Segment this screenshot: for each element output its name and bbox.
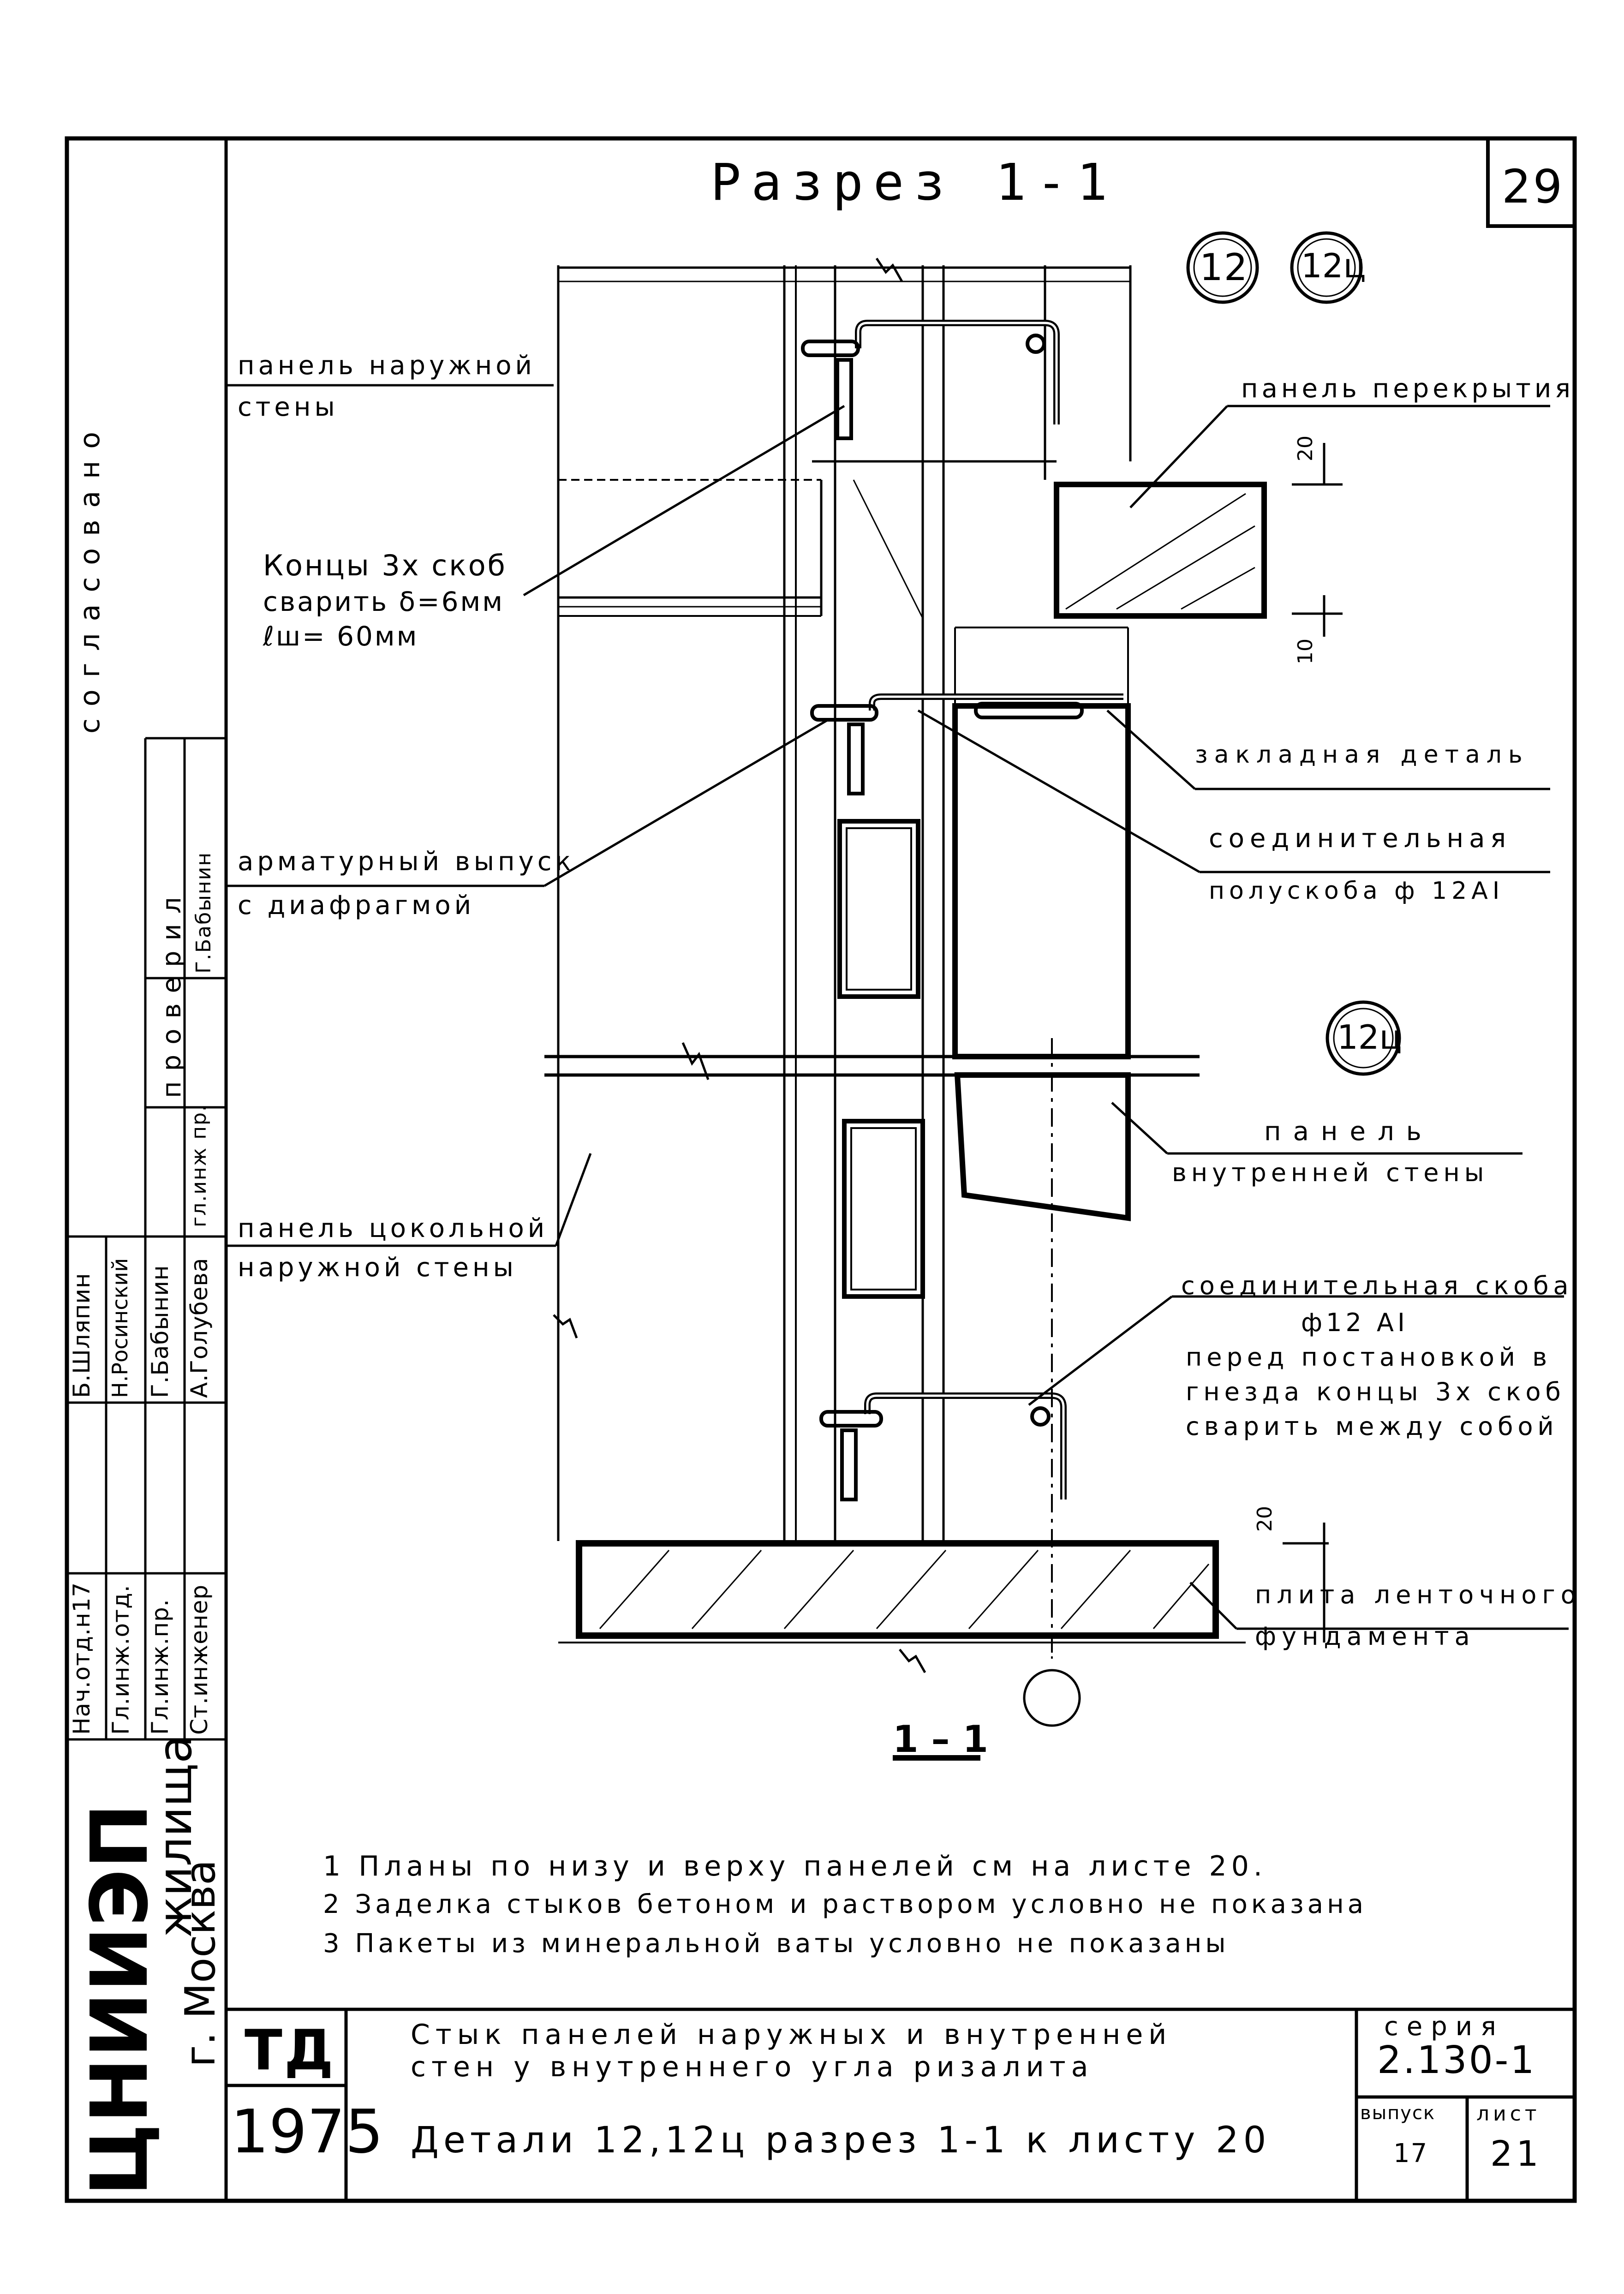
side-role-4: Ст.инженер bbox=[186, 1584, 213, 1735]
callout-inner-wall-2: внутренней стены bbox=[1172, 1158, 1489, 1187]
callout-inner-wall-1: панель bbox=[1264, 1117, 1433, 1147]
detail-markers bbox=[1186, 231, 1401, 1076]
callout-bracket-5: сварить между собой bbox=[1186, 1412, 1558, 1441]
callout-foundation-1: плита ленточного bbox=[1255, 1580, 1582, 1609]
tb-title-3: Детали 12,12ц разрез 1-1 к листу 20 bbox=[411, 2120, 1271, 2161]
section-mark: 1 – 1 bbox=[893, 1718, 989, 1761]
section-drawing bbox=[544, 265, 1267, 1761]
section-title: Разрез 1-1 bbox=[710, 153, 1118, 212]
tb-series-label: серия bbox=[1384, 2012, 1505, 2042]
tb-issue-value: 17 bbox=[1393, 2139, 1428, 2169]
side-name-3: Г.Бабынин bbox=[147, 1265, 173, 1398]
side-role-1: Нач.отд.н17 bbox=[68, 1582, 95, 1735]
detail-ref-12: 12 bbox=[1200, 246, 1248, 289]
title-block-grid bbox=[226, 2007, 1575, 2201]
side-name-4: А.Голубева bbox=[186, 1257, 213, 1398]
tb-sheet-value: 21 bbox=[1490, 2133, 1542, 2174]
sheet-frame bbox=[65, 136, 1577, 2203]
callout-floor-panel: панель перекрытия bbox=[1241, 374, 1574, 404]
callout-plinth-1: панель цокольной bbox=[238, 1213, 549, 1243]
side-name-1: Б.Шляпин bbox=[68, 1272, 95, 1398]
org-abbr: ЦНИИЭП bbox=[74, 1803, 166, 2196]
break-marks bbox=[553, 257, 926, 1673]
org-city: г. Москва bbox=[176, 1859, 225, 2067]
callout-rebar-1: арматурный выпуск bbox=[238, 847, 575, 877]
detail-ref-12c: 12ц bbox=[1301, 246, 1366, 285]
tb-issue-label: выпуск bbox=[1360, 2103, 1436, 2124]
callout-weld-3: ℓш= 60мм bbox=[263, 621, 419, 652]
axis-bubble bbox=[1023, 1669, 1081, 1727]
note-2: 2 Заделка стыков бетоном и раствором усл… bbox=[323, 1889, 1367, 1919]
note-1: 1 Планы по низу и верху панелей см на ли… bbox=[323, 1850, 1267, 1882]
side-checked: проверил bbox=[157, 887, 187, 1098]
callout-half-bracket-2: полускоба ф 12АI bbox=[1209, 877, 1505, 905]
sheet-number-box bbox=[1486, 138, 1575, 228]
dim-top-gap: 20 bbox=[1294, 436, 1317, 461]
dim-foundation-gap: 20 bbox=[1253, 1506, 1277, 1532]
dim-bottom-gap: 10 bbox=[1294, 639, 1317, 664]
tb-title-2: стен у внутреннего угла ризалита bbox=[411, 2051, 1094, 2083]
tb-title-1: Стык панелей наружных и внутренней bbox=[411, 2019, 1172, 2051]
tb-sheet-label: лист bbox=[1476, 2102, 1540, 2126]
side-role-2: Гл.инж.отд. bbox=[107, 1584, 134, 1735]
callout-bracket-4: гнезда концы 3х скоб bbox=[1186, 1377, 1565, 1406]
side-agreed: согласовано bbox=[74, 419, 106, 734]
callout-half-bracket-1: соединительная bbox=[1209, 824, 1512, 854]
callout-embedded-part: закладная деталь bbox=[1195, 741, 1529, 769]
tb-series-value: 2.130-1 bbox=[1377, 2038, 1536, 2082]
side-checked-position: гл.инж пр. bbox=[187, 1104, 211, 1227]
callout-outer-wall-2: стены bbox=[238, 392, 339, 422]
side-checked-name: Г.Бабынин bbox=[192, 852, 215, 974]
side-name-2: Н.Росинский bbox=[107, 1258, 132, 1398]
callout-plinth-2: наружной стены bbox=[238, 1253, 517, 1283]
side-role-3: Гл.инж.пр. bbox=[147, 1599, 173, 1735]
detail-ref-12c-lower: 12ц bbox=[1337, 1018, 1402, 1057]
tb-code: ТД bbox=[245, 2019, 335, 2083]
note-3: 3 Пакеты из минеральной ваты условно не … bbox=[323, 1929, 1230, 1959]
tb-year: 1975 bbox=[231, 2097, 383, 2167]
callout-bracket-1: соединительная скоба bbox=[1181, 1271, 1573, 1300]
callout-weld-1: Концы 3х скоб bbox=[263, 549, 507, 582]
sheet-number: 29 bbox=[1502, 160, 1564, 214]
side-panel-grid bbox=[67, 737, 226, 1741]
callout-weld-2: сварить δ=6мм bbox=[263, 586, 505, 617]
callout-foundation-2: фундамента bbox=[1255, 1622, 1475, 1651]
callout-rebar-2: с диафрагмой bbox=[238, 890, 475, 920]
leader-lines bbox=[226, 384, 1569, 1643]
callout-outer-wall-1: панель наружной bbox=[238, 351, 536, 381]
callout-bracket-3: перед постановкой в bbox=[1186, 1343, 1552, 1372]
callout-bracket-2: ф12 АI bbox=[1301, 1308, 1409, 1337]
